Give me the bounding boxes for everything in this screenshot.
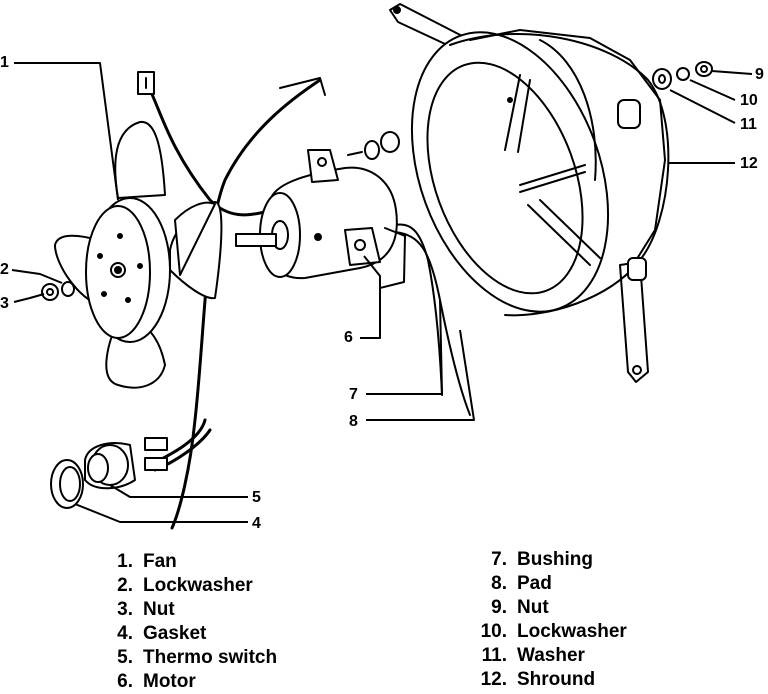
leader-4 [74,503,248,523]
nut-3 [41,283,59,301]
legend-item: 1.Fan [117,551,177,572]
leader-1 [14,62,119,201]
callout-4: 4 [252,515,261,532]
callout-2: 2 [0,261,9,278]
fan-blade-top [114,120,166,199]
legend-item: 5.Thermo switch [117,647,278,668]
leader-9 [711,70,753,75]
leader-5 [109,484,248,498]
callout-9: 9 [755,66,764,83]
callout-10: 10 [740,92,758,109]
motor [235,149,406,289]
legend-item: 8.Pad [491,573,552,594]
callout-1: 1 [0,54,9,71]
bushing-7 [347,131,400,160]
thermo-switch [84,437,168,490]
legend-right: 7.Bushing 8.Pad 9.Nut 10.Lockwasher 11.W… [470,548,627,692]
callout-6: 6 [344,329,353,346]
callout-11: 11 [740,116,757,133]
exploded-diagram [11,3,753,530]
legend-item: 11.Washer [481,645,585,666]
legend-item: 2.Lockwasher [117,575,253,596]
callout-8: 8 [349,413,358,430]
callout-3: 3 [0,295,9,312]
leader-11 [669,89,736,124]
leader-lines [11,62,753,523]
gasket-4 [50,459,84,509]
washer-11 [652,68,672,90]
fan [54,120,223,389]
lockwasher-2 [61,281,75,297]
callout-7: 7 [349,386,358,403]
callout-12: 12 [740,155,758,172]
lockwasher-10 [676,67,690,81]
leader-7 [366,299,443,395]
callout-5: 5 [252,489,261,506]
legend-item: 12.Shround [480,669,596,690]
shroud [389,3,670,383]
shroud-hardware [652,61,713,90]
legend-item: 7.Bushing [491,549,593,570]
motor-shaft [235,233,277,247]
leader-3 [13,293,45,303]
legend-item: 9.Nut [491,597,549,618]
legend-left: 1.Fan 2.Lockwasher 3.Nut 4.Gasket 5.Ther… [100,550,277,694]
leader-8 [366,329,475,421]
fan-blade-right-lower [174,201,216,276]
legend-item: 6.Motor [117,671,196,692]
legend-item: 3.Nut [117,599,175,620]
fan-hardware [41,281,75,301]
legend-item: 4.Gasket [117,623,207,644]
leader-6 [360,255,381,339]
legend-item: 10.Lockwasher [480,621,627,642]
nut-9 [695,61,713,77]
leader-2 [11,269,63,284]
leader-10 [689,79,736,101]
